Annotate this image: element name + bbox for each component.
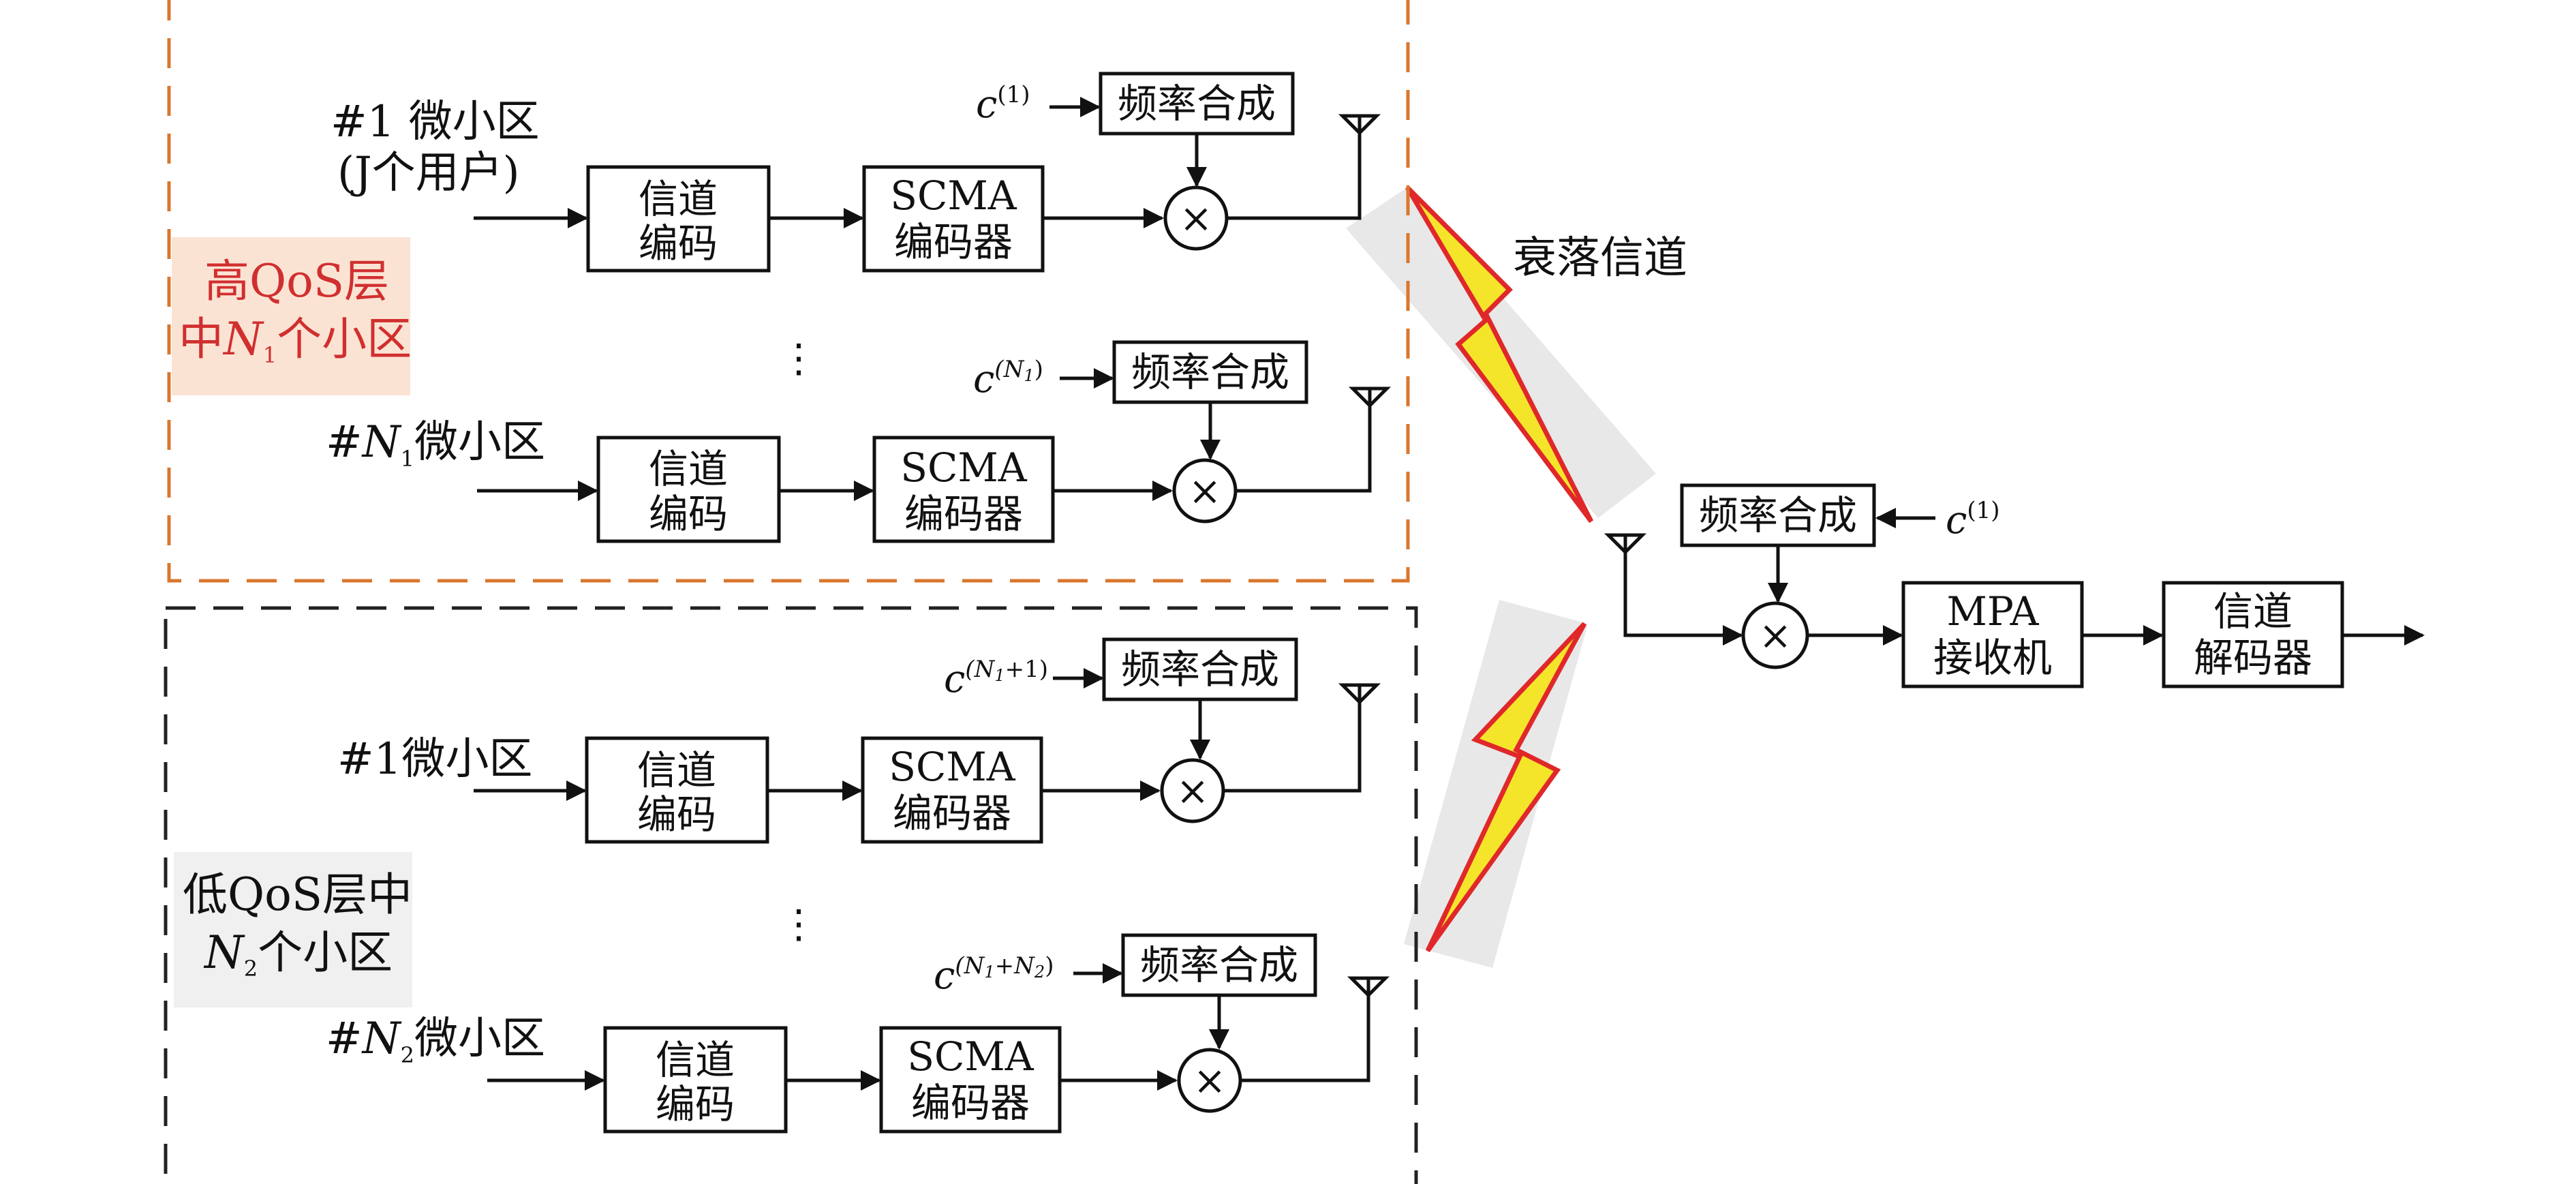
cell-users: (J个用户) xyxy=(337,148,520,198)
low-cell-last: #N2微小区 信道 编码 SCMA 编码器 × 频率合成 c(N1+N2) xyxy=(326,933,1390,1134)
low-qos-label-line2: N2个小区 xyxy=(203,926,393,982)
antenna-icon xyxy=(1338,683,1381,705)
freq-synth-label: 频率合成 xyxy=(1121,646,1279,693)
freq-synth-block xyxy=(1102,637,1298,701)
freq-synth-label: 频率合成 xyxy=(1140,942,1298,988)
rx-multiplier-sign: × xyxy=(1759,612,1792,658)
channel-coding-block xyxy=(585,736,769,844)
channel-coding-line1: 信道 xyxy=(649,446,728,492)
decoder-line2: 解码器 xyxy=(2194,635,2312,681)
channel-coding-line2: 编码 xyxy=(656,1081,735,1127)
high-qos-label-bg xyxy=(172,237,410,395)
cell-title: #1 微小区 xyxy=(331,97,540,147)
fading-channel-label: 衰落信道 xyxy=(1513,233,1687,284)
mixer-to-antenna-line xyxy=(1240,995,1370,1082)
rx-code-label: c(1) xyxy=(1946,497,2000,543)
multiplier-sign: × xyxy=(1180,195,1213,241)
high-cell-first: #1 微小区 (J个用户) 信道 编码 SCMA 编码器 × 频率合成 c(1) xyxy=(331,72,1381,273)
mpa-line1: MPA xyxy=(1947,588,2040,635)
antenna-icon xyxy=(1347,976,1390,998)
freq-synth-label: 频率合成 xyxy=(1131,349,1289,395)
freq-synth-block xyxy=(1099,72,1295,136)
channel-coding-line1: 信道 xyxy=(637,747,716,793)
receiver: × 频率合成 c(1) MPA 接收机 信道 解码器 xyxy=(1604,483,2425,688)
channel-coding-block xyxy=(603,1026,788,1134)
high-qos-label-line1: 高QoS层 xyxy=(204,255,389,307)
high-qos-group: 高QoS层 中N1个小区 #1 微小区 (J个用户) 信道 编码 SCMA 编码… xyxy=(167,0,1410,583)
antenna-icon xyxy=(1338,114,1381,136)
scma-line1: SCMA xyxy=(907,1033,1034,1080)
code-label: c(N1+N2) xyxy=(934,952,1054,998)
scma-line2: 编码器 xyxy=(911,1080,1030,1126)
high-qos-label-line2: 中N1个小区 xyxy=(179,313,412,368)
scma-line1: SCMA xyxy=(889,744,1015,790)
lightning-bolt-upper-icon xyxy=(1405,185,1594,523)
scma-encoder-block xyxy=(879,1026,1062,1134)
scma-line2: 编码器 xyxy=(893,790,1011,836)
cell-title: #N2微小区 xyxy=(326,1014,545,1068)
scma-encoder-block xyxy=(862,165,1045,273)
lightning-bolt-lower-icon xyxy=(1425,622,1587,953)
channel-coding-line1: 信道 xyxy=(639,176,718,222)
multiplier-sign: × xyxy=(1193,1057,1227,1104)
high-qos-border xyxy=(167,0,1410,583)
channel-decoder-block xyxy=(2162,581,2344,688)
scma-line1: SCMA xyxy=(890,172,1017,219)
multiplier-sign: × xyxy=(1176,768,1210,814)
channel-coding-line2: 编码 xyxy=(649,491,728,537)
channel-coding-line2: 编码 xyxy=(639,220,718,267)
code-label: c(1) xyxy=(976,81,1030,127)
channel-coding-line2: 编码 xyxy=(637,791,716,838)
scma-line1: SCMA xyxy=(900,444,1027,491)
mixer-to-antenna-line xyxy=(1223,702,1362,793)
low-qos-border xyxy=(164,606,1418,1184)
high-cell-last: #N1微小区 信道 编码 SCMA 编码器 × 频率合成 c(N1) xyxy=(326,340,1392,543)
decoder-line1: 信道 xyxy=(2213,588,2293,635)
antenna-to-mixer-line xyxy=(1623,552,1743,646)
freq-synth-block xyxy=(1112,340,1308,404)
rx-freq-synth-block xyxy=(1680,483,1876,547)
antenna-icon xyxy=(1348,386,1392,408)
low-qos-label-line1: 低QoS层中 xyxy=(183,868,412,921)
rx-freq-synth-label: 频率合成 xyxy=(1699,492,1857,538)
ellipsis: ⋮ xyxy=(779,335,818,381)
scma-line2: 编码器 xyxy=(894,219,1013,265)
low-qos-group: 低QoS层中 N2个小区 #1微小区 信道 编码 SCMA 编码器 × 频率合成… xyxy=(164,606,1418,1184)
rx-antenna-icon xyxy=(1604,533,1647,555)
cell-title: #N1微小区 xyxy=(326,417,545,472)
code-label: c(N1) xyxy=(973,356,1043,401)
scma-line2: 编码器 xyxy=(904,491,1023,537)
mixer-to-antenna-line xyxy=(1236,406,1372,493)
code-label: c(N1+1) xyxy=(944,656,1048,701)
cell-title: #1微小区 xyxy=(337,734,532,785)
channel-coding-line1: 信道 xyxy=(656,1037,735,1083)
fading-channel-graphic: 衰落信道 xyxy=(1346,185,1687,968)
multiplier-sign: × xyxy=(1189,468,1222,514)
freq-synth-label: 频率合成 xyxy=(1118,80,1276,127)
low-qos-label-bg xyxy=(174,852,412,1007)
ellipsis: ⋮ xyxy=(779,900,818,947)
low-cell-first: #1微小区 信道 编码 SCMA 编码器 × 频率合成 c(N1+1) xyxy=(337,637,1381,844)
scma-encoder-block xyxy=(872,436,1055,543)
mpa-line2: 接收机 xyxy=(1933,635,2052,681)
mixer-to-antenna-line xyxy=(1227,133,1362,220)
